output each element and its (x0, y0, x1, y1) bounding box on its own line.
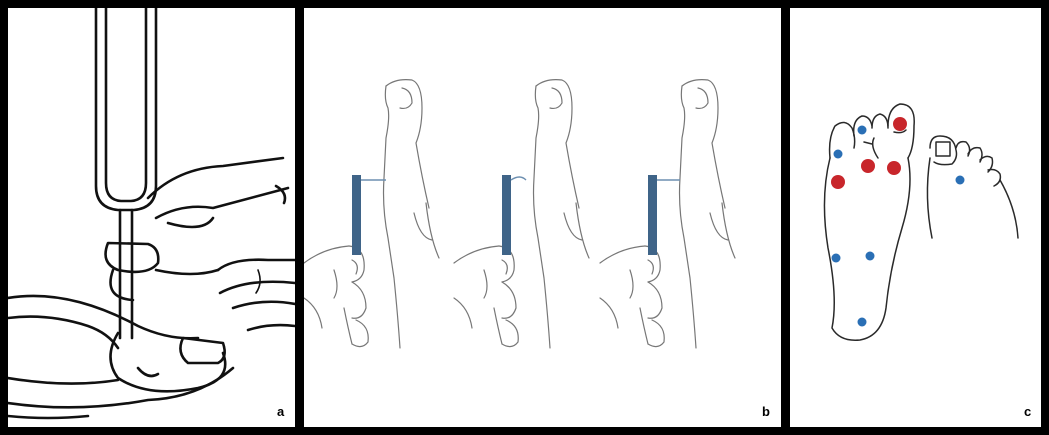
foot-sole-icon (790, 8, 1041, 427)
monofilament-icon (352, 175, 361, 255)
tuning-fork-illustration (8, 8, 295, 427)
stage-1 (304, 80, 439, 348)
stage-3 (600, 80, 735, 348)
stage-2 (454, 80, 589, 348)
test-site-dots-red (831, 117, 907, 189)
monofilament-illustration (304, 8, 781, 427)
panel-a-tuning-fork: a (8, 8, 295, 427)
panel-label: a (277, 405, 284, 418)
monofilament-icon (648, 175, 657, 255)
tuning-fork-icon (96, 8, 156, 338)
panel-label: b (762, 405, 770, 418)
monofilament-icon (502, 175, 511, 255)
panel-b-monofilament: b (304, 8, 781, 427)
panel-c-foot-sites: c (790, 8, 1041, 427)
panel-label: c (1024, 405, 1031, 418)
